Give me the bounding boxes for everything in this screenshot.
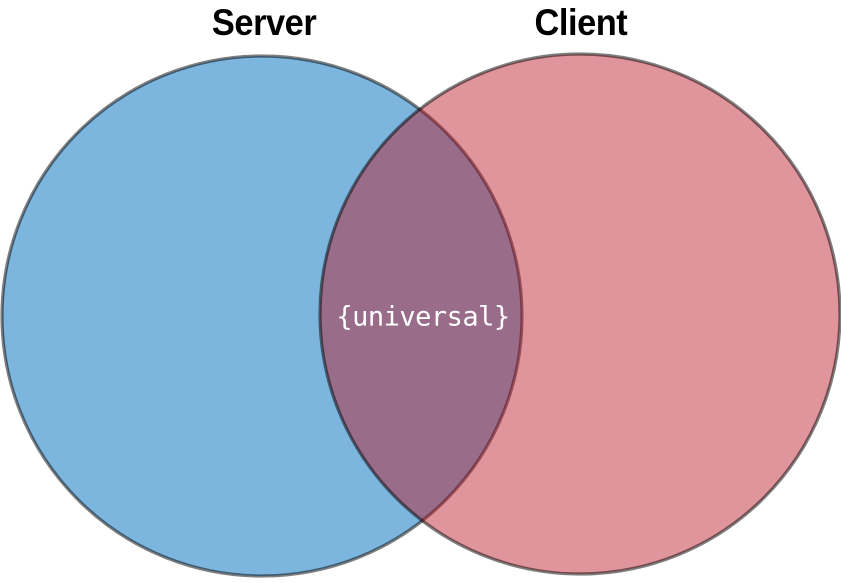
intersection-label: {universal} xyxy=(336,301,510,333)
server-circle xyxy=(0,54,524,578)
client-label-text: Client xyxy=(534,2,628,43)
client-label: Client xyxy=(421,0,741,46)
server-label-text: Server xyxy=(211,2,317,43)
server-label: Server xyxy=(104,0,424,46)
client-circle xyxy=(318,52,841,576)
